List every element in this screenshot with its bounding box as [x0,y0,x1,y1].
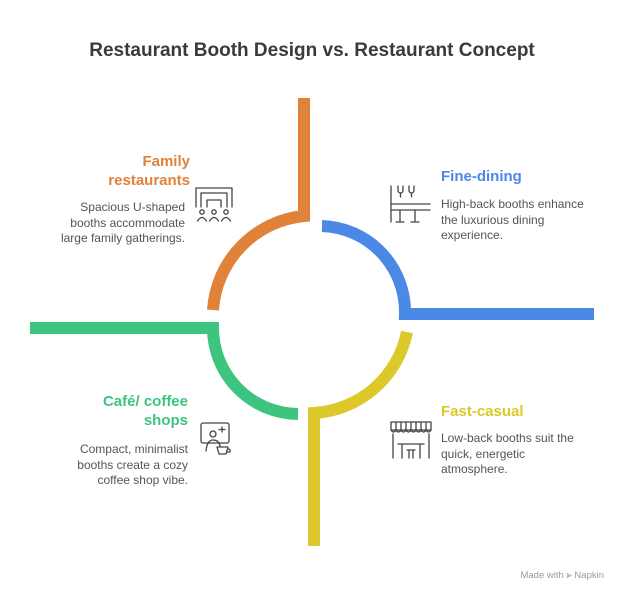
fast-casual-arc [308,330,413,546]
fine-dining-bar-icon [390,185,431,223]
credit-brand: Napkin [574,570,604,581]
storefront-awning-icon [390,421,432,459]
cafe-description: Compact, minimalist booths create a cozy… [77,442,188,487]
made-with-napkin-credit[interactable]: Made with ⫸ Napkin [520,570,604,581]
family-arc [207,98,310,311]
family-title: Family restaurants [108,153,190,189]
family-booth-icon [195,187,233,222]
fine-dining-title: Fine-dining [441,168,522,185]
fast-casual-description: Low-back booths suit the quick, energeti… [441,431,574,476]
fast-casual-title: Fast-casual [441,403,524,420]
credit-prefix: Made with [520,570,564,581]
page-title: Restaurant Booth Design vs. Restaurant C… [89,40,535,61]
cafe-title: Café/ coffee shops [102,393,188,429]
coffee-shop-icon [200,422,231,455]
cafe-arc [30,322,299,420]
fine-dining-description: High-back booths enhance the luxurious d… [441,197,584,242]
family-description: Spacious U-shaped booths accommodate lar… [60,200,185,245]
fine-dining-arc [321,220,594,320]
napkin-logo-icon: ⫸ [566,570,572,581]
